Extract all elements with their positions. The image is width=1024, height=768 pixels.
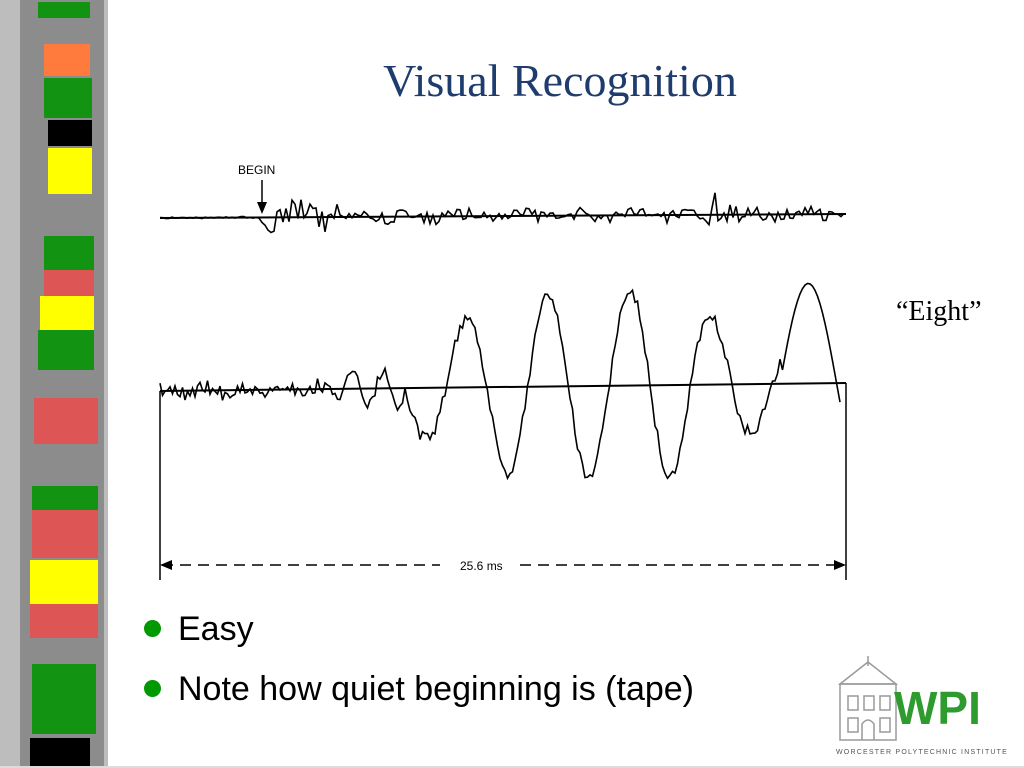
bullet-item: Note how quiet beginning is (tape) [140, 664, 694, 724]
waveform-lower-trace [159, 282, 847, 580]
stripe-block [30, 604, 98, 638]
stripe-block [44, 236, 94, 270]
bullet-dot-icon [144, 620, 161, 637]
stripe-block [44, 44, 90, 76]
stripe-block [38, 2, 90, 18]
slide-title: Visual Recognition [383, 55, 737, 106]
decorative-side-stripe [0, 0, 108, 768]
stripe-block [44, 78, 92, 118]
word-label: “Eight” [896, 296, 982, 327]
logo-mark: WPI [894, 682, 981, 734]
bullet-text: Note how quiet beginning is (tape) [178, 670, 694, 708]
stripe-block [44, 270, 94, 296]
stripe-block [32, 486, 98, 510]
bullet-list: Easy Note how quiet beginning is (tape) [140, 604, 694, 724]
duration-indicator: 25.6 ms [160, 559, 846, 573]
building-icon [837, 656, 899, 741]
stripe-block [34, 398, 98, 444]
logo-tagline: WORCESTER POLYTECHNIC INSTITUTE [836, 749, 1008, 756]
duration-label: 25.6 ms [460, 559, 503, 573]
stripe-block [30, 560, 98, 604]
bottom-rule [0, 766, 1024, 768]
wpi-logo: WPI WORCESTER POLYTECHNIC INSTITUTE [836, 656, 1008, 756]
stripe-block [40, 296, 94, 330]
bullet-item: Easy [140, 604, 694, 664]
begin-label: BEGIN [238, 163, 275, 177]
stripe-block [38, 330, 94, 370]
bullet-dot-icon [144, 680, 161, 697]
speech-waveform-figure: BEGIN 25.6 ms [159, 163, 847, 580]
stripe-block [48, 120, 92, 146]
stripe-block [32, 664, 96, 734]
waveform-upper-trace [159, 192, 847, 234]
stripe-block [30, 738, 90, 768]
stripe-block [48, 148, 92, 194]
bullet-text: Easy [178, 610, 254, 648]
begin-marker: BEGIN [238, 163, 275, 214]
stripe-block [32, 510, 98, 558]
